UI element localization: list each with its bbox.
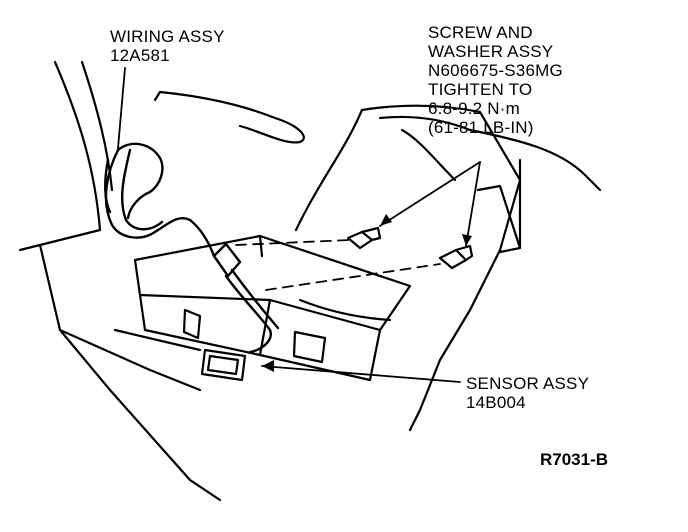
leader-arrowheads xyxy=(262,214,472,372)
dash-panel xyxy=(153,90,602,432)
screw-callout-torque-metric: 6.8-9.2 N·m xyxy=(428,99,520,118)
screw-pair xyxy=(346,226,474,270)
screw-callout-line-1: SCREW AND xyxy=(428,23,533,42)
screw-callout-torque-imperial: (61-81 LB-IN) xyxy=(428,118,534,137)
body-panel xyxy=(18,60,222,502)
wiring-callout-part: 12A581 xyxy=(110,46,170,65)
screw-callout: SCREW AND WASHER ASSY N606675-S36MG TIGH… xyxy=(428,23,563,137)
alignment-lines xyxy=(235,239,441,291)
leader-lines xyxy=(117,67,481,383)
wiring-callout-name: WIRING ASSY xyxy=(110,27,225,46)
sensor-module xyxy=(133,234,412,382)
screw-callout-part: N606675-S36MG xyxy=(428,61,563,80)
wiring-harness xyxy=(104,142,280,354)
figure-code: R7031-B xyxy=(540,450,609,469)
sensor-callout-name: SENSOR ASSY xyxy=(466,374,590,393)
sensor-callout-part: 14B004 xyxy=(466,393,526,412)
sensor-callout: SENSOR ASSY 14B004 xyxy=(466,374,589,412)
wiring-callout: WIRING ASSY 12A581 xyxy=(110,27,225,65)
screw-callout-line-4: TIGHTEN TO xyxy=(428,80,533,99)
screw-callout-line-2: WASHER ASSY xyxy=(428,42,554,61)
